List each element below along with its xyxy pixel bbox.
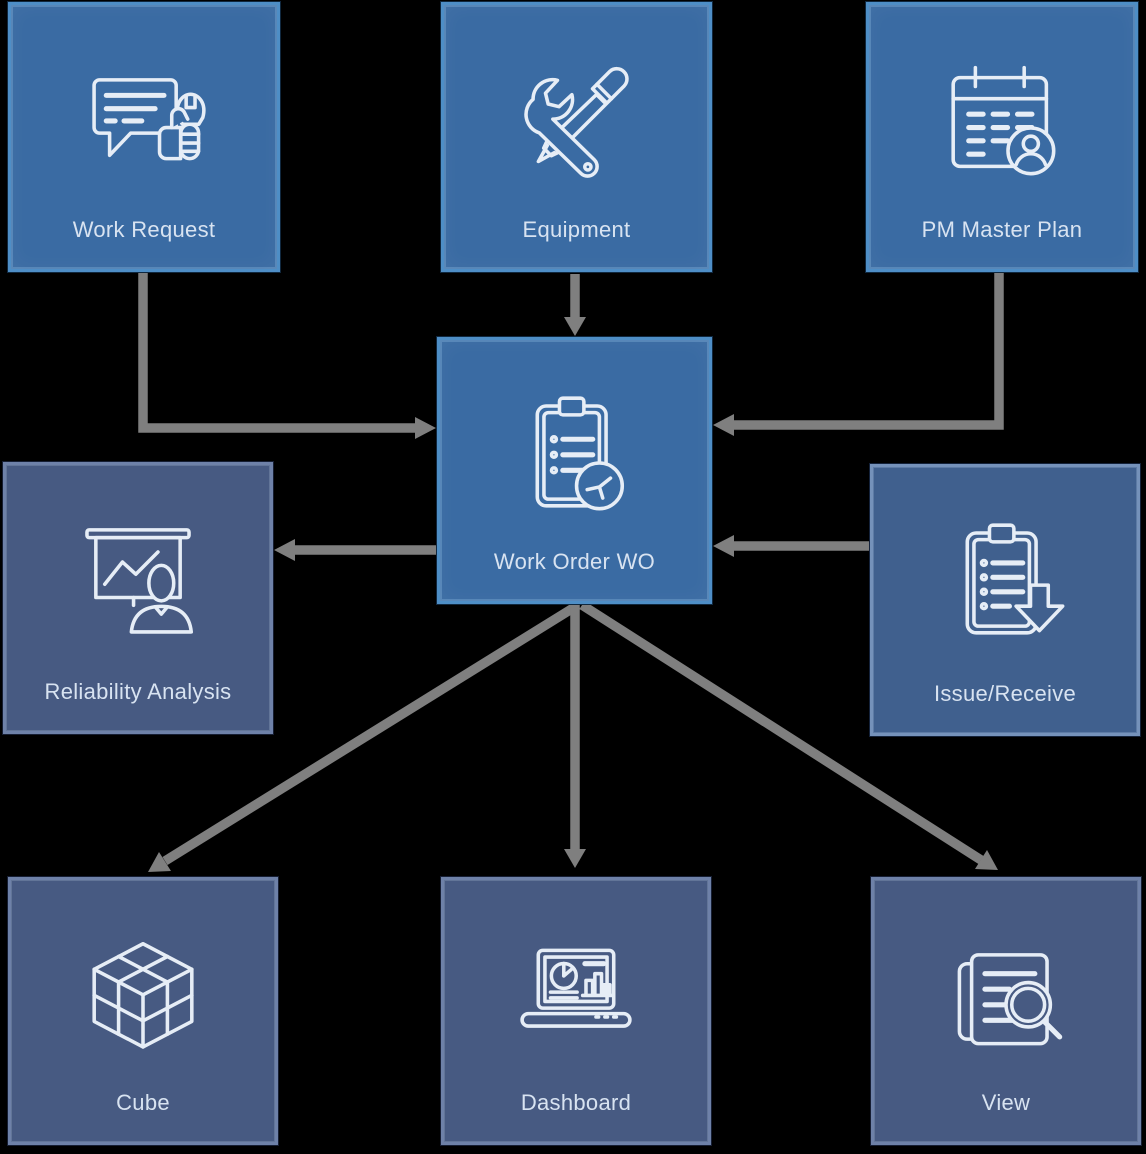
arrow-work-order-to-reliability-analysis xyxy=(274,539,436,561)
arrow-work-request-to-work-order xyxy=(138,273,436,439)
dashboard-icon xyxy=(520,948,632,1028)
tile-reliability-analysis[interactable]: Reliability Analysis xyxy=(3,462,273,734)
tile-label: Equipment xyxy=(522,217,631,242)
issue-receive-icon xyxy=(965,523,1065,635)
work-order-icon xyxy=(535,396,624,511)
view-icon xyxy=(957,953,1063,1046)
arrow-equipment-to-work-order xyxy=(564,274,586,336)
arrow-pm-master-plan-to-work-order xyxy=(713,273,1004,436)
tile-issue-receive[interactable]: Issue/Receive xyxy=(870,464,1140,736)
cube-icon xyxy=(92,941,194,1049)
tile-label: Work Order WO xyxy=(493,549,656,574)
tile-label: View xyxy=(981,1090,1031,1115)
tile-pm-master-plan[interactable]: PM Master Plan xyxy=(866,2,1138,272)
tile-view[interactable]: View xyxy=(871,877,1141,1145)
arrow-work-order-to-view xyxy=(579,600,998,870)
arrow-work-order-to-dashboard xyxy=(564,605,586,868)
reliability-analysis-icon xyxy=(85,528,194,634)
equipment-icon xyxy=(523,66,629,178)
tile-label: Reliability Analysis xyxy=(44,679,232,704)
tile-label: Cube xyxy=(116,1090,170,1115)
arrow-issue-receive-to-work-order xyxy=(713,535,869,557)
tile-work-order[interactable]: Work Order WO xyxy=(437,337,712,604)
tile-equipment[interactable]: Equipment xyxy=(441,2,712,272)
tile-label: PM Master Plan xyxy=(921,217,1083,242)
tile-dashboard[interactable]: Dashboard xyxy=(441,877,711,1145)
tile-work-request[interactable]: Work Request xyxy=(8,2,280,272)
arrow-work-order-to-cube xyxy=(148,600,581,872)
tile-label: Issue/Receive xyxy=(933,681,1077,706)
tile-label: Work Request xyxy=(72,217,216,242)
work-request-icon xyxy=(92,78,206,161)
pm-master-plan-icon xyxy=(951,65,1056,176)
tile-label: Dashboard xyxy=(520,1090,632,1115)
tile-cube[interactable]: Cube xyxy=(8,877,278,1145)
